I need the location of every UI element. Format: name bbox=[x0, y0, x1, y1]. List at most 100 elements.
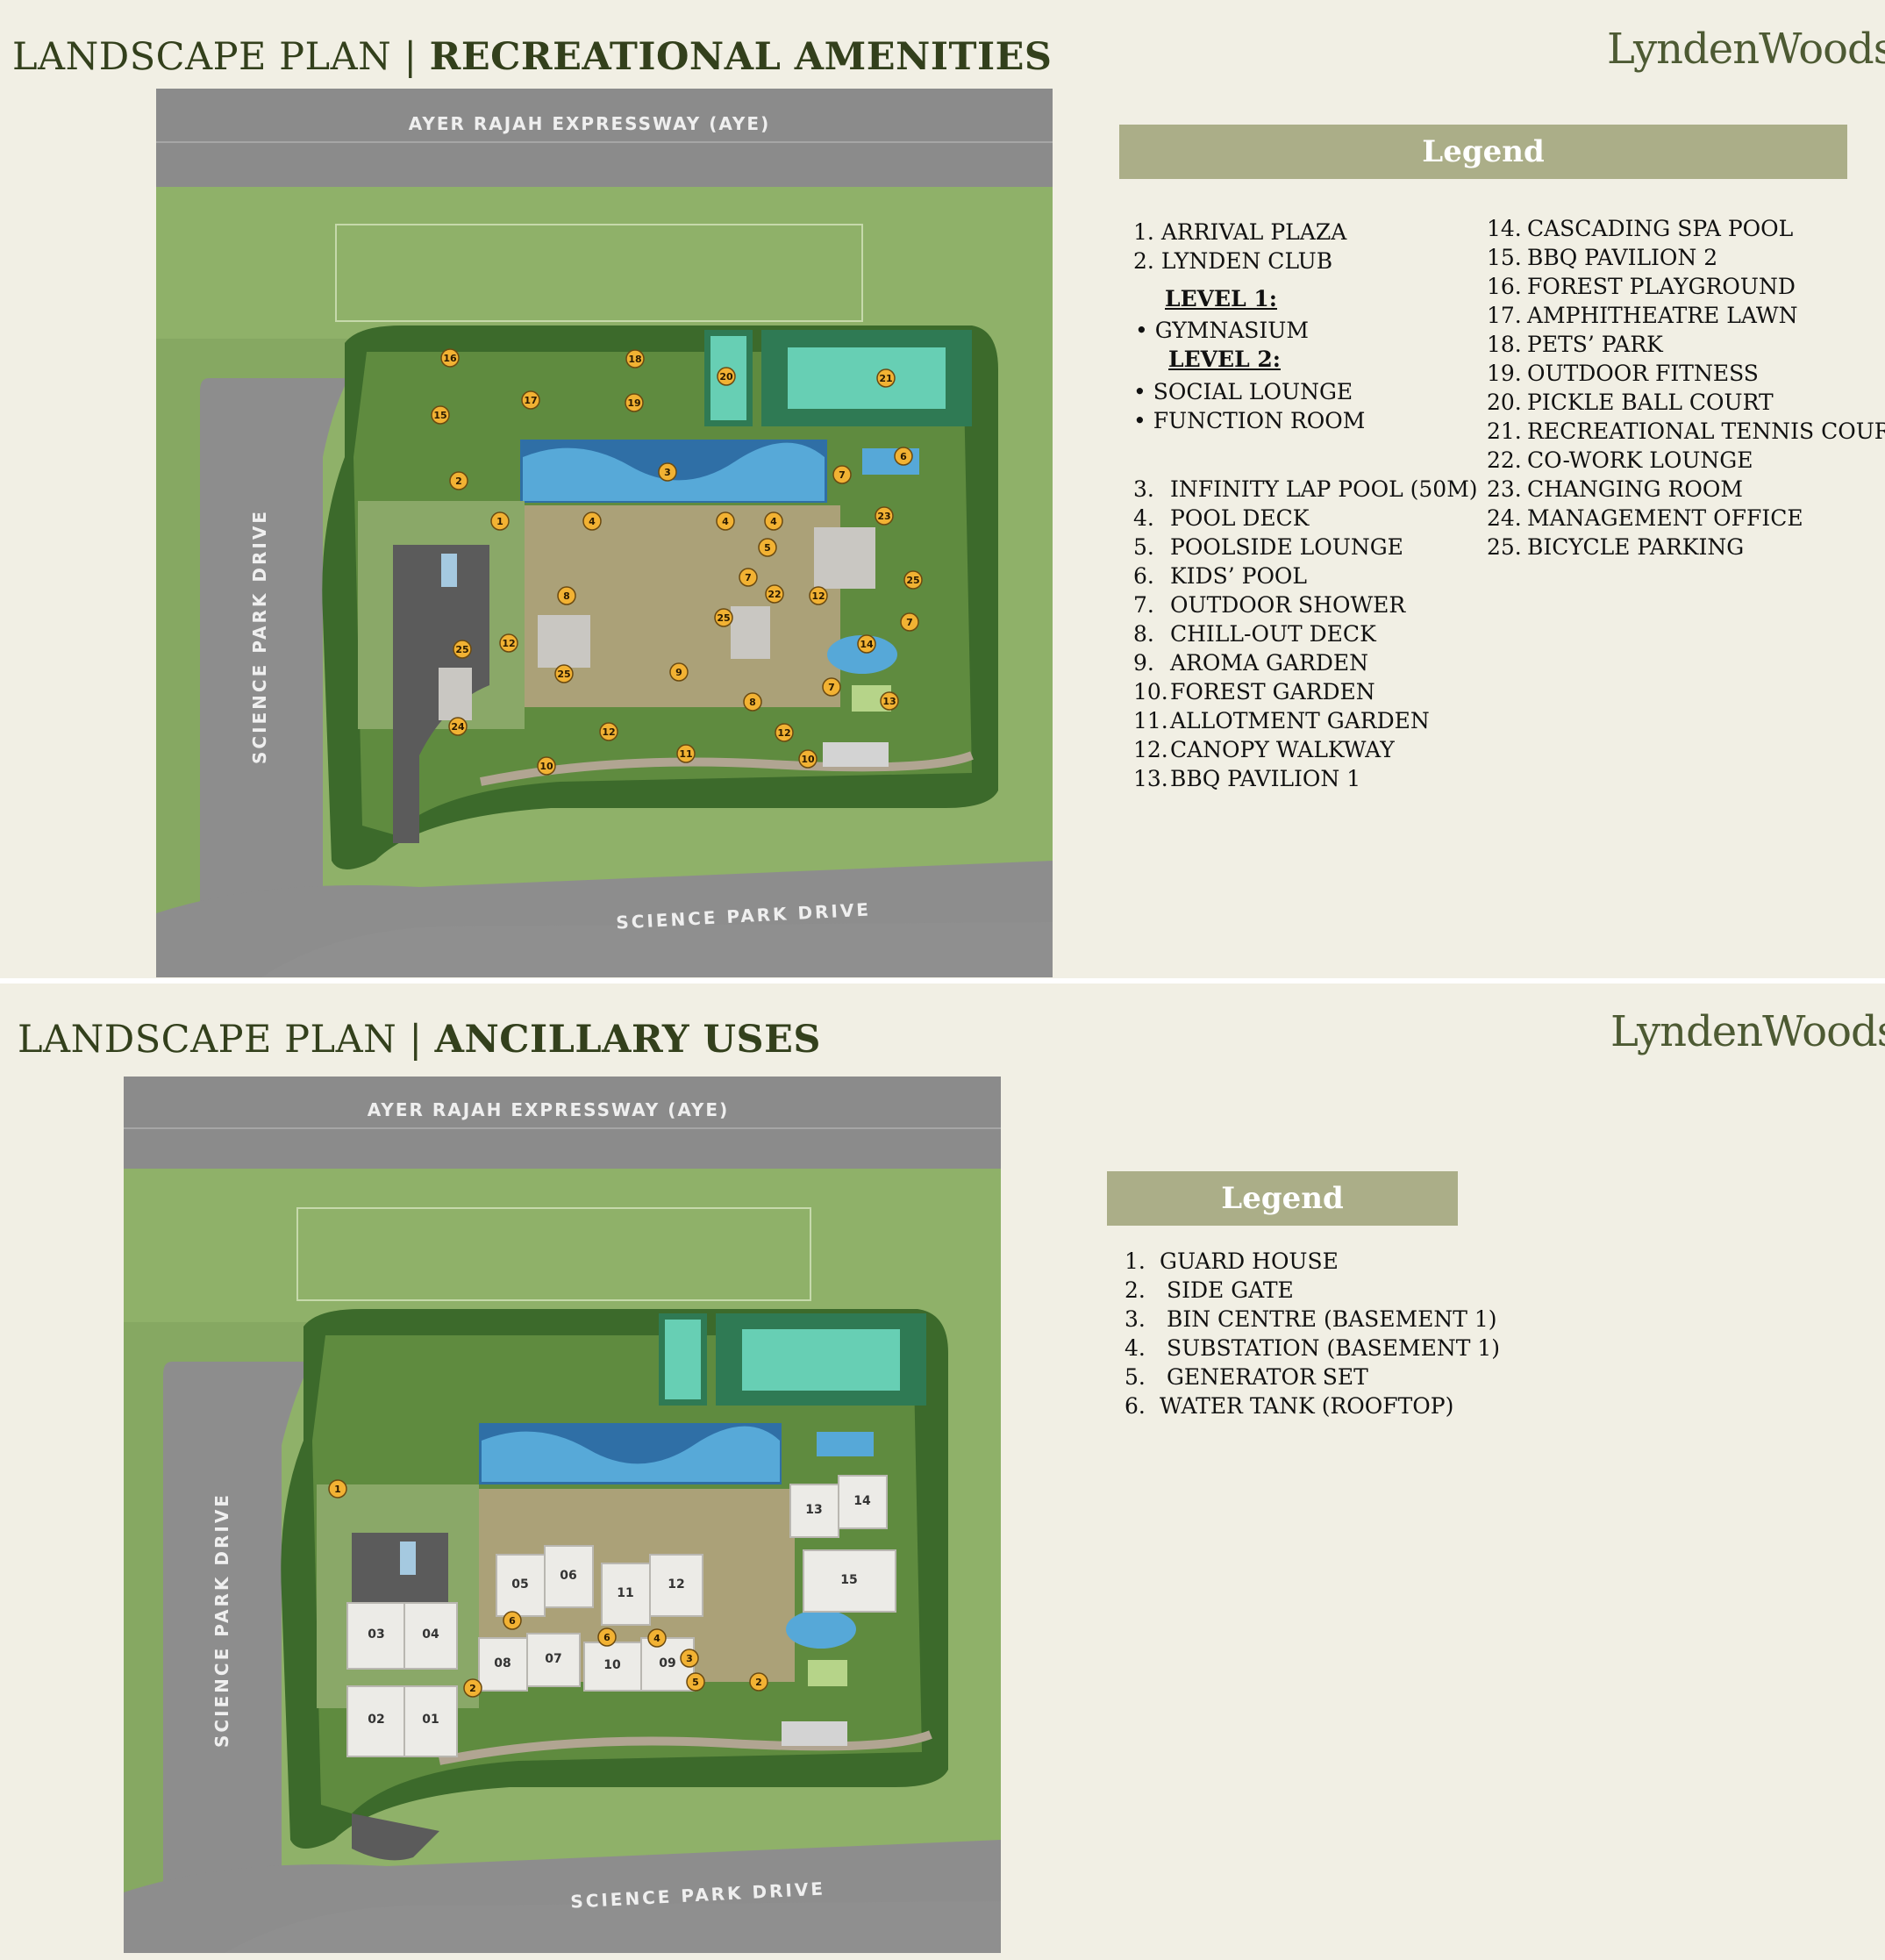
map-marker: 17 bbox=[521, 390, 540, 410]
brand-logo: LyndenWoods bbox=[1607, 25, 1885, 74]
legend-item-number: 21. bbox=[1487, 418, 1522, 444]
svg-text:23: 23 bbox=[877, 511, 890, 522]
legend-item: 20.PICKLE BALL COURT bbox=[1487, 388, 1885, 417]
legend-item-label: AROMA GARDEN bbox=[1170, 650, 1368, 676]
legend-item-number: 18. bbox=[1487, 332, 1522, 357]
legend-item-number: 8. bbox=[1133, 621, 1154, 647]
legend-item: 24.MANAGEMENT OFFICE bbox=[1487, 504, 1885, 533]
panel-recreational-amenities: LANDSCAPE PLAN | RECREATIONAL AMENITIES … bbox=[0, 0, 1885, 978]
svg-text:25: 25 bbox=[455, 644, 468, 655]
map-marker: 21 bbox=[876, 368, 896, 388]
svg-text:8: 8 bbox=[563, 590, 570, 602]
svg-text:7: 7 bbox=[745, 572, 752, 583]
legend-item-label: POOL DECK bbox=[1170, 505, 1310, 531]
legend-column-1: 1. ARRIVAL PLAZA 2. LYNDEN CLUB bbox=[1133, 218, 1346, 275]
legend-item-number: 24. bbox=[1487, 505, 1522, 531]
legend-item-number: 3. bbox=[1133, 476, 1154, 502]
legend-item: 3. INFINITY LAP POOL (50M) bbox=[1133, 475, 1478, 504]
map-marker: 12 bbox=[599, 722, 618, 741]
svg-text:10: 10 bbox=[539, 761, 553, 772]
legend-item-number: 7. bbox=[1133, 592, 1154, 618]
title-light: LANDSCAPE PLAN | bbox=[12, 35, 430, 79]
legend-item-number: 11. bbox=[1133, 708, 1168, 733]
legend-item-label: KIDS’ POOL bbox=[1170, 563, 1308, 589]
svg-text:6: 6 bbox=[509, 1615, 516, 1627]
legend-item: 3. BIN CENTRE (BASEMENT 1) bbox=[1125, 1305, 1500, 1334]
svg-text:4: 4 bbox=[770, 516, 777, 527]
svg-text:10: 10 bbox=[801, 754, 815, 765]
legend-item-label: CASCADING SPA POOL bbox=[1527, 216, 1794, 241]
svg-text:4: 4 bbox=[589, 516, 596, 527]
legend-item-number: 20. bbox=[1487, 390, 1522, 415]
title-bold: ANCILLARY USES bbox=[434, 1018, 821, 1062]
legend-item-number: 15. bbox=[1487, 245, 1522, 270]
block-label: 10 bbox=[603, 1658, 621, 1672]
legend-item-label: FOREST GARDEN bbox=[1170, 679, 1375, 705]
svg-text:12: 12 bbox=[602, 726, 615, 738]
legend-item: 10.FOREST GARDEN bbox=[1133, 677, 1478, 706]
legend-item-label: INFINITY LAP POOL (50M) bbox=[1170, 476, 1478, 502]
road-label-left: SCIENCE PARK DRIVE bbox=[211, 1492, 232, 1748]
block-label: 09 bbox=[659, 1656, 675, 1670]
legend-item-number: 9. bbox=[1133, 650, 1154, 676]
legend-item-label: GENERATOR SET bbox=[1160, 1364, 1368, 1390]
svg-text:4: 4 bbox=[653, 1633, 660, 1644]
legend-item-label: POOLSIDE LOUNGE bbox=[1170, 534, 1403, 560]
legend-item-label: PICKLE BALL COURT bbox=[1527, 390, 1774, 415]
legend-item: 15.BBQ PAVILION 2 bbox=[1487, 243, 1885, 272]
legend-item-number: 19. bbox=[1487, 361, 1522, 386]
block-label: 03 bbox=[368, 1627, 384, 1642]
legend-item-label: AMPHITHEATRE LAWN bbox=[1527, 303, 1798, 328]
map-marker: 7 bbox=[822, 677, 841, 697]
legend-item: 11.ALLOTMENT GARDEN bbox=[1133, 706, 1478, 735]
map-marker: 12 bbox=[809, 586, 828, 605]
map-marker: 2 bbox=[449, 471, 468, 490]
legend-item-number: 5. bbox=[1133, 534, 1154, 560]
map-marker: 8 bbox=[557, 586, 576, 605]
map-marker: 1 bbox=[490, 511, 510, 531]
block-label: 06 bbox=[560, 1569, 576, 1583]
legend-item-label: WATER TANK (ROOFTOP) bbox=[1160, 1393, 1454, 1419]
site-plan-svg: AYER RAJAH EXPRESSWAY (AYE) SCIENCE PARK… bbox=[124, 1077, 1001, 1953]
svg-text:5: 5 bbox=[692, 1677, 699, 1688]
legend-item-number: 6. bbox=[1133, 563, 1154, 589]
svg-text:1: 1 bbox=[496, 516, 503, 527]
legend-item-label: OUTDOOR FITNESS bbox=[1527, 361, 1759, 386]
legend-item-number: 12. bbox=[1133, 737, 1168, 762]
map-marker: 10 bbox=[537, 756, 556, 776]
legend-item: 21.RECREATIONAL TENNIS COURT bbox=[1487, 417, 1885, 446]
map-marker: 3 bbox=[658, 462, 677, 482]
map-marker: 2 bbox=[749, 1672, 768, 1692]
legend-level1-heading: LEVEL 1: bbox=[1165, 286, 1277, 311]
legend-item-label: PETS’ PARK bbox=[1527, 332, 1663, 357]
svg-text:16: 16 bbox=[443, 353, 457, 364]
block-label: 02 bbox=[368, 1713, 384, 1727]
svg-text:5: 5 bbox=[764, 542, 771, 554]
svg-text:2: 2 bbox=[469, 1683, 476, 1694]
legend-item: 19.OUTDOOR FITNESS bbox=[1487, 359, 1885, 388]
legend-level1-item: • GYMNASIUM bbox=[1135, 318, 1309, 343]
panel-divider bbox=[0, 978, 1885, 984]
svg-text:2: 2 bbox=[455, 476, 462, 487]
map-marker: 6 bbox=[894, 447, 913, 466]
map-marker: 2 bbox=[463, 1678, 482, 1698]
svg-text:20: 20 bbox=[719, 371, 733, 383]
map-marker: 4 bbox=[582, 511, 602, 531]
road-label-top: AYER RAJAH EXPRESSWAY (AYE) bbox=[409, 113, 770, 134]
title-bold: RECREATIONAL AMENITIES bbox=[429, 35, 1053, 79]
legend-item: 7. OUTDOOR SHOWER bbox=[1133, 590, 1478, 619]
legend-item: 9. AROMA GARDEN bbox=[1133, 648, 1478, 677]
legend-item-label: OUTDOOR SHOWER bbox=[1170, 592, 1406, 618]
svg-text:22: 22 bbox=[768, 589, 781, 600]
legend-item: 4.POOL DECK bbox=[1133, 504, 1478, 533]
map-marker: 5 bbox=[758, 538, 777, 557]
map-marker: 6 bbox=[597, 1627, 617, 1647]
block-label: 15 bbox=[840, 1573, 857, 1587]
map-marker: 4 bbox=[764, 511, 783, 531]
legend-item-number: 13. bbox=[1133, 766, 1168, 791]
svg-text:15: 15 bbox=[433, 410, 446, 421]
